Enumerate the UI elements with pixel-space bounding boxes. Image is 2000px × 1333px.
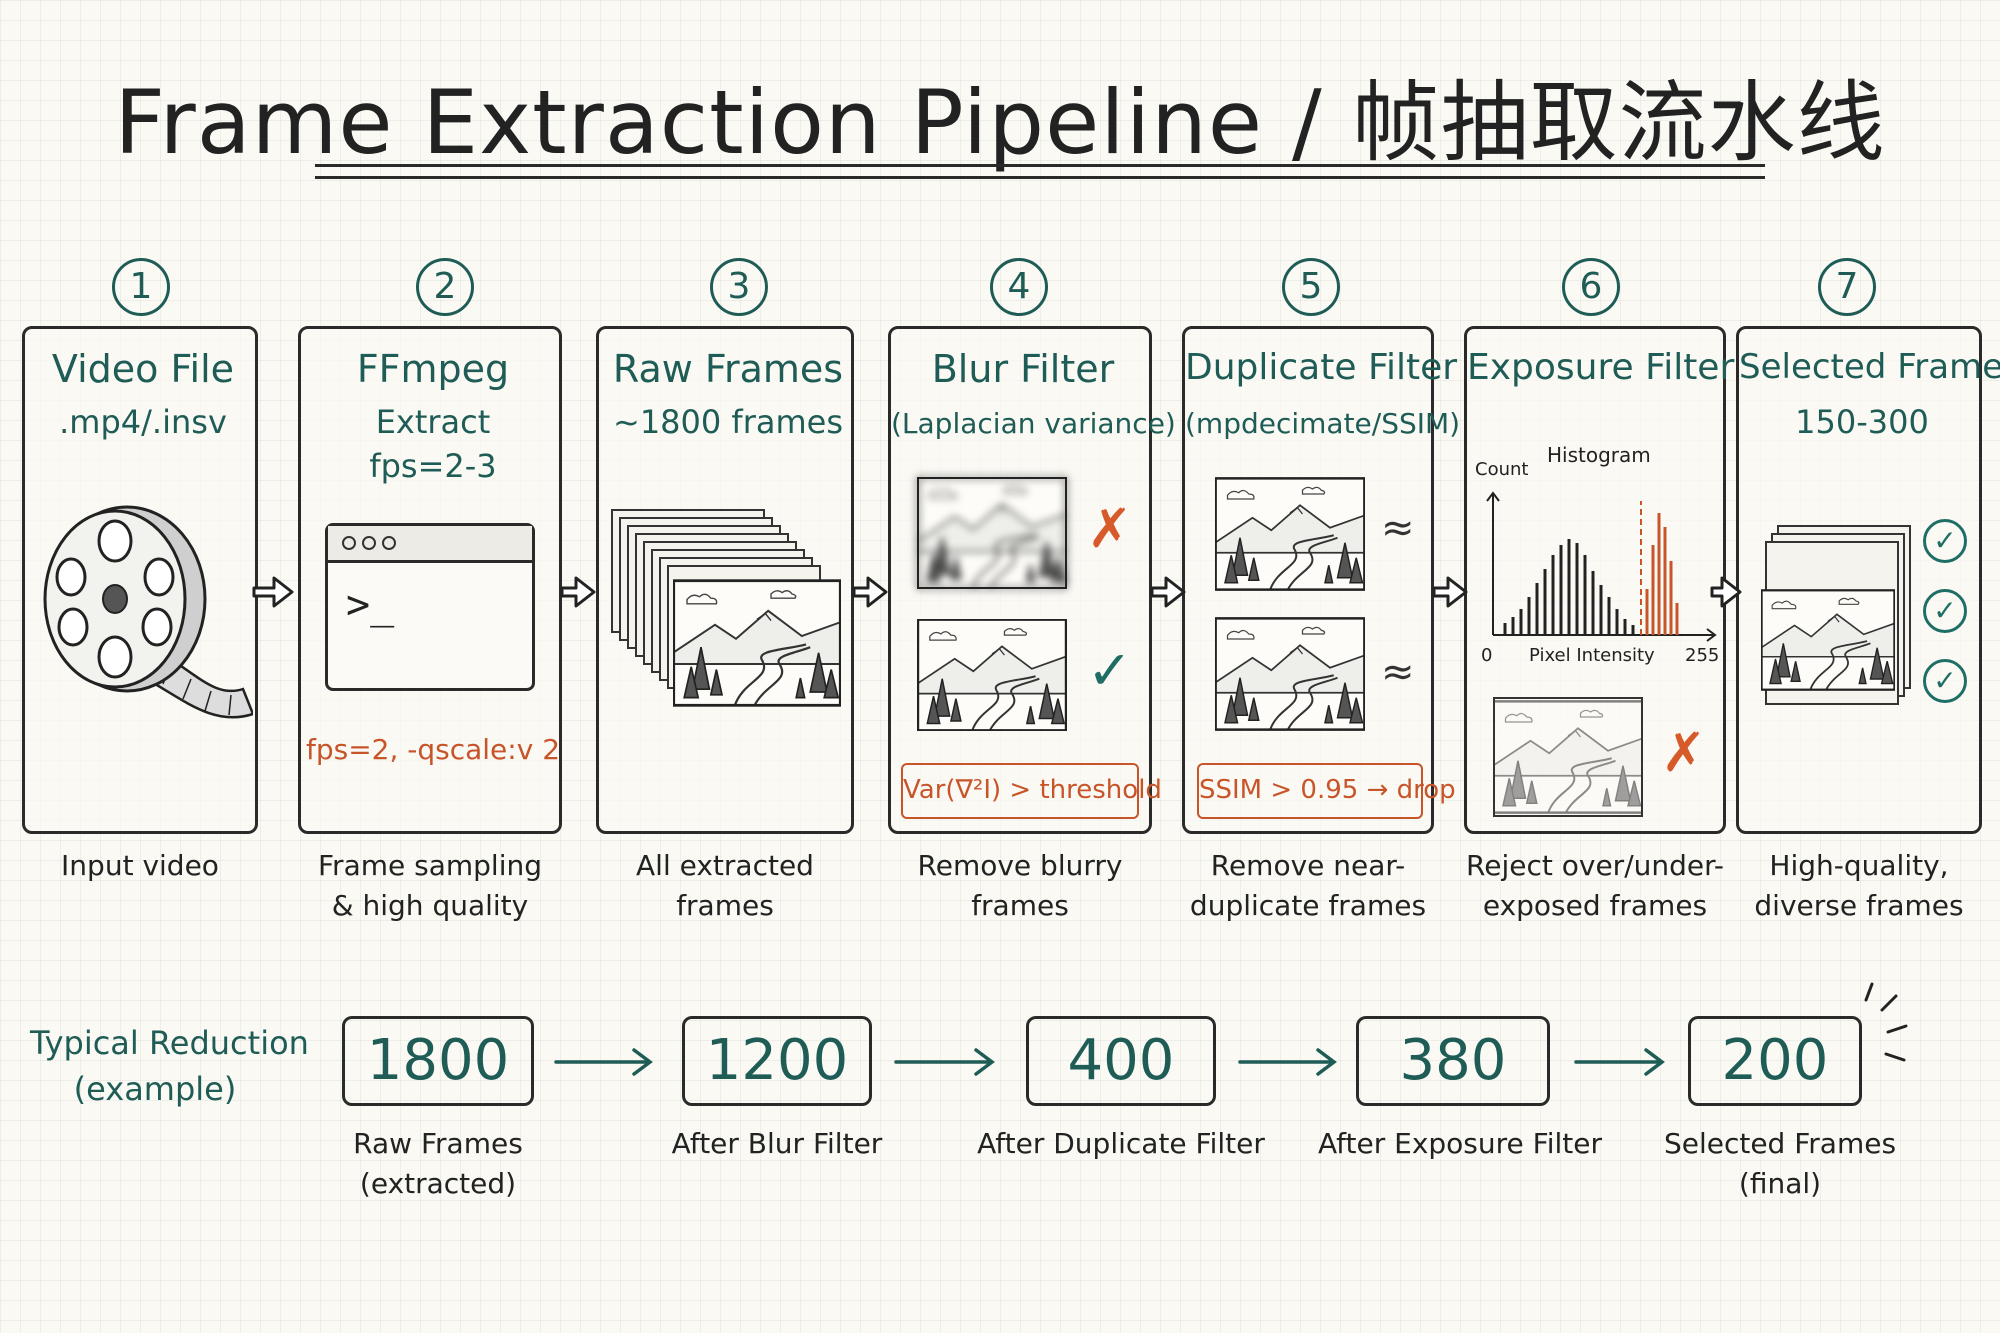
ffmpeg-command: fps=2, -qscale:v 2 [305,733,561,766]
step-caption: High-quality,diverse frames [1754,849,1964,922]
step-title: Exposure Filter [1467,347,1735,388]
accept-check-icon: ✓ [1087,639,1133,702]
step-caption: Reject over/under-exposed frames [1466,849,1724,922]
approx-equal-icon: ≈ [1381,505,1415,551]
arrow-3-4 [852,576,888,608]
accept-check-icon: ✓ [1923,659,1967,703]
step-title: Raw Frames [612,347,844,391]
histogram-chart [1486,491,1717,642]
step-caption: Input video [61,849,219,882]
arrow-4-5 [1150,576,1186,608]
frame-thumbnail-b [1215,616,1365,732]
approx-equal-icon: ≈ [1381,649,1415,695]
step-card-raw-frames: Raw Frames ~1800 frames [596,326,854,834]
step-title: Video File [51,347,235,391]
step-card-ffmpeg: FFmpeg Extract fps=2-3 >_ fps=2, -qscale… [298,326,562,834]
selected-frames-stack [1761,525,1911,725]
step-title: Selected Frames [1739,347,2000,387]
step-number-7: 7 [1818,258,1876,316]
blur-threshold-formula: Var(∇²I) > threshold [901,763,1162,819]
step-subtitle: .mp4/.insv [59,403,227,441]
title-underline-double [315,176,1765,179]
step-subtitle: Extract [375,403,491,441]
step-card-blur-filter: Blur Filter (Laplacian variance) ✗ ✓ Var… [888,326,1176,834]
count-raw-frames: 1800 [342,1016,534,1106]
count-caption: After Duplicate Filter [977,1127,1265,1160]
count-caption: Raw Frames(extracted) [353,1127,523,1200]
accept-check-icon: ✓ [1923,519,1967,563]
count-caption: Selected Frames(final) [1663,1127,1897,1200]
step-number-5: 5 [1282,258,1340,316]
step-card-duplicate-filter: Duplicate Filter (mpdecimate/SSIM) ≈ ≈ S… [1182,326,1461,834]
arrow-1-2 [252,576,294,608]
step-subtitle: ~1800 frames [613,403,843,441]
accept-check-icon: ✓ [1923,589,1967,633]
step-caption: Frame sampling& high quality [317,849,542,922]
step-subtitle: 150-300 [1795,403,1929,441]
histogram-y-label: Count [1475,459,1529,480]
arrow-5-6 [1432,576,1468,608]
count-caption: After Blur Filter [671,1127,883,1160]
terminal-prompt: >_ [346,582,395,628]
histogram-x-max: 255 [1685,645,1720,666]
step-number-6: 6 [1562,258,1620,316]
step-card-video-file: Video File .mp4/.insv [22,326,258,834]
step-number-3: 3 [710,258,768,316]
count-after-exposure: 380 [1356,1016,1550,1106]
step-card-selected-frames: Selected Frames 150-300 ✓ ✓ ✓ [1736,326,2000,834]
terminal-window-icon: >_ [325,523,535,691]
reject-x-icon: ✗ [1087,497,1133,560]
reject-x-icon: ✗ [1661,721,1707,784]
count-selected-final: 200 [1688,1016,1862,1106]
histogram-x-min: 0 [1481,645,1493,666]
step-subtitle: (Laplacian variance) [891,407,1176,440]
step-number-2: 2 [416,258,474,316]
ssim-threshold-formula: SSIM > 0.95 → drop [1197,763,1456,819]
reduction-arrows [554,1048,1665,1076]
histogram-title: Histogram [1547,443,1651,467]
page-title: Frame Extraction Pipeline / 帧抽取流水线 [114,71,1886,174]
step-caption: Remove near-duplicate frames [1189,849,1427,922]
step-subtitle-fps: fps=2-3 [369,447,497,485]
step-number-1: 1 [112,258,170,316]
emphasis-sparkle-icon [1864,982,1908,1062]
step-number-4: 4 [990,258,1048,316]
step-title: Duplicate Filter [1185,347,1458,388]
count-caption: After Exposure Filter [1318,1127,1603,1160]
step-card-exposure-filter: Exposure Filter Histogram Count 0 Pixel … [1464,326,1735,834]
step-title: FFmpeg [356,347,510,391]
title-underline [315,164,1765,167]
step-title: Blur Filter [931,347,1115,391]
pipeline-arrows [252,576,1742,608]
sharp-frame-thumbnail [917,619,1067,731]
step-subtitle: (mpdecimate/SSIM) [1185,407,1461,440]
histogram-x-label: Pixel Intensity [1529,645,1655,666]
film-reel-icon [43,505,253,719]
arrow-2-3 [560,576,596,608]
frame-stack-icon [611,509,851,769]
reduction-label: Typical Reduction (example) [30,1024,309,1108]
arrow-6-7 [1710,576,1742,608]
count-after-blur: 1200 [682,1016,872,1106]
count-after-duplicate: 400 [1026,1016,1216,1106]
